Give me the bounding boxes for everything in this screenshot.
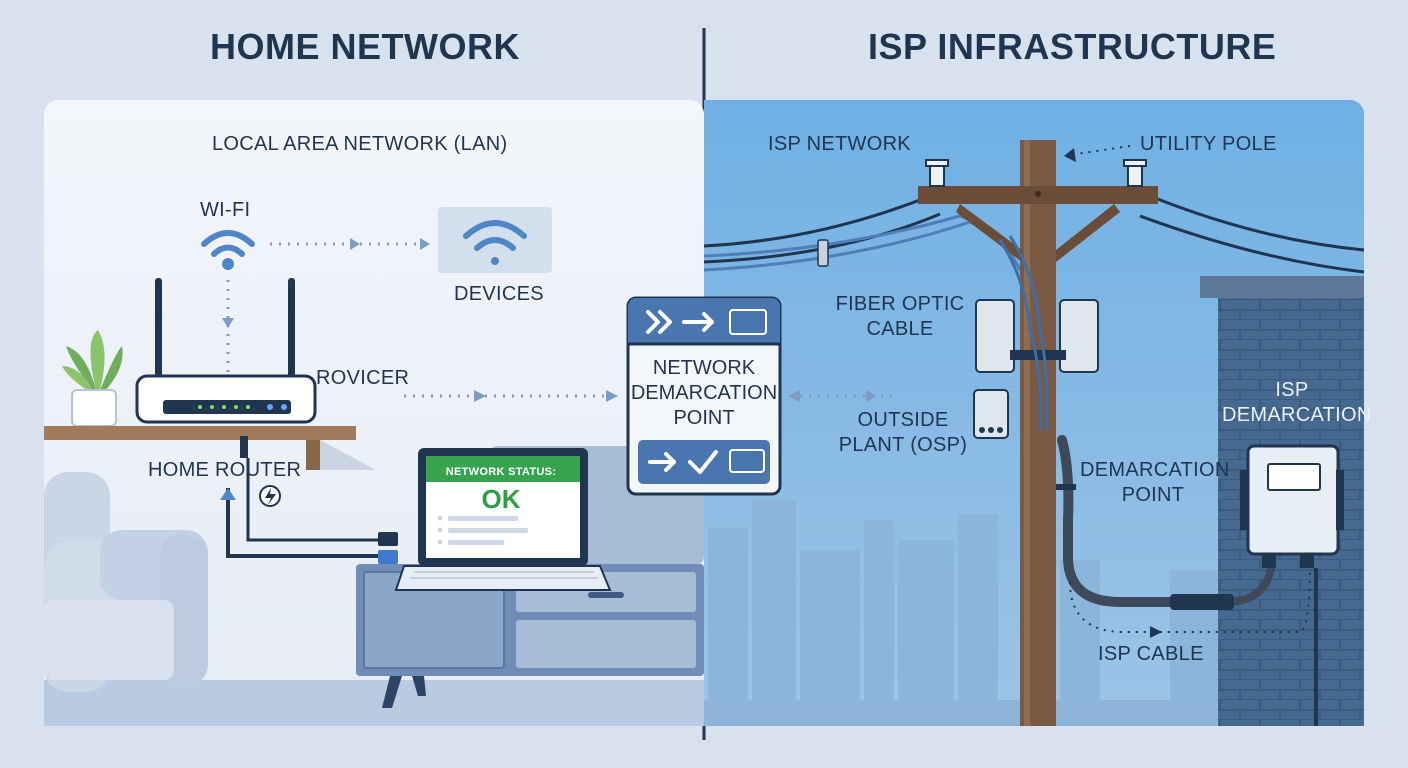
wall-shelf (44, 426, 376, 470)
laptop (394, 448, 612, 591)
fiber-optic-line: CABLE (866, 318, 934, 340)
tv-stand (356, 564, 704, 708)
isp-cable-label: ISP CABLE (1098, 643, 1204, 665)
home-network-heading: HOME NETWORK (210, 26, 520, 67)
devices-label: DEVICES (454, 283, 544, 305)
devices-card (438, 207, 552, 273)
wifi-label: WI-FI (200, 199, 251, 221)
rovicer-label: ROVICER (316, 367, 410, 389)
utility-pole (918, 140, 1276, 726)
network-status-value: OK (481, 484, 521, 514)
plant-icon (62, 330, 123, 427)
outside-plant-line: PLANT (OSP) (838, 434, 968, 456)
utility-pole-label: UTILITY POLE (1140, 133, 1277, 155)
couch (44, 472, 208, 692)
home-router-label: HOME ROUTER (148, 459, 302, 481)
demarcation-point-line: DEMARCATION (1080, 459, 1230, 481)
isp-demarcation-label: ISP DEMARCATION (1222, 378, 1372, 428)
isp-demarcation-box (1240, 444, 1344, 726)
network-demarcation-box (626, 296, 782, 496)
network-demarcation-title: NETWORK DEMARCATION POINT (628, 356, 780, 431)
demarc-title-line: DEMARCATION (630, 382, 778, 404)
network-status-title: NETWORK STATUS: (445, 466, 557, 478)
demarc-title-line: POINT (673, 407, 735, 429)
outside-plant-line: OUTSIDE (857, 409, 949, 431)
demarcation-point-label: DEMARCATION POINT (1080, 458, 1230, 508)
osp-terminal-box (973, 389, 1009, 439)
demarc-title-line: NETWORK (652, 357, 756, 379)
fiber-optic-cable-label: FIBER OPTIC CABLE (830, 292, 970, 342)
outside-plant-label: OUTSIDE PLANT (OSP) (836, 408, 970, 458)
lan-label: LOCAL AREA NETWORK (LAN) (212, 133, 508, 155)
wifi-signal-icon (201, 230, 255, 270)
isp-demarcation-line: ISP (1275, 379, 1309, 401)
demarcation-point-line: POINT (1121, 484, 1185, 506)
fiber-optic-line: FIBER OPTIC (835, 293, 965, 315)
home-router-device (135, 278, 317, 424)
isp-network-label: ISP NETWORK (768, 133, 911, 155)
isp-infrastructure-heading: ISP INFRASTRUCTURE (868, 26, 1277, 67)
isp-demarcation-line: DEMARCATION (1222, 404, 1372, 426)
